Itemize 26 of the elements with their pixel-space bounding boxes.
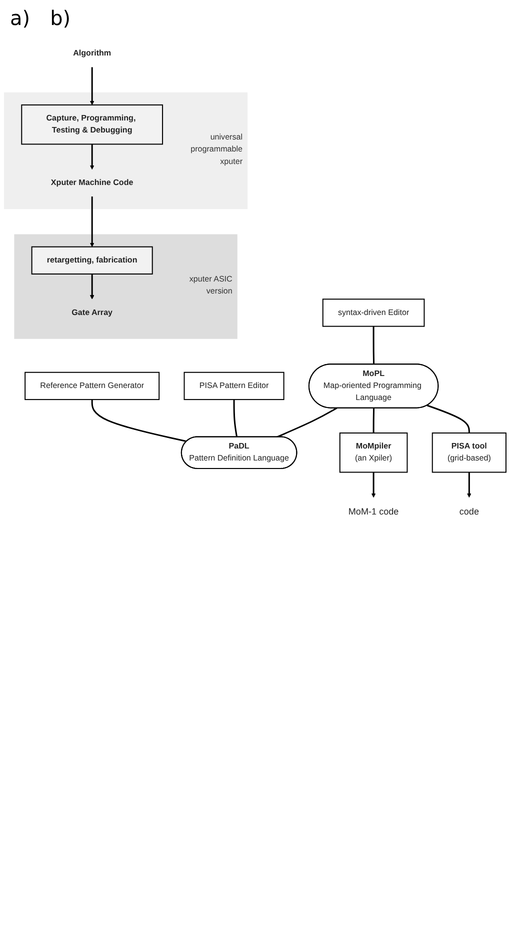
- panel-label: b): [50, 6, 71, 30]
- connector: [372, 408, 375, 433]
- connector: [276, 407, 338, 438]
- arrow: [90, 274, 94, 300]
- node-text: code: [459, 506, 479, 517]
- connector: [233, 400, 238, 438]
- arrow: [90, 67, 94, 106]
- node-box: PISA Pattern Editor: [184, 372, 284, 400]
- node-box: MoMpiler (an Xpiler): [339, 432, 408, 473]
- connector: [426, 404, 470, 433]
- connector: [91, 400, 187, 442]
- node-text: Algorithm: [73, 49, 112, 58]
- node-text: MoM-1 code: [348, 506, 399, 517]
- arrow: [90, 144, 94, 170]
- node-text: Xputer Machine Code: [50, 178, 134, 187]
- arrow: [371, 472, 376, 498]
- node-box: Reference Pattern Generator: [24, 372, 160, 400]
- node-box: PISA tool (grid-based): [432, 432, 506, 473]
- node-text: Gate Array: [72, 308, 113, 317]
- arrow: [90, 196, 94, 248]
- node-box: retargetting, fabrication: [31, 246, 153, 274]
- arrow: [466, 472, 472, 498]
- node-box: Capture, Programming, Testing & Debugging: [21, 104, 164, 145]
- node-box: syntax-driven Editor: [322, 298, 425, 327]
- connector: [372, 326, 375, 364]
- panel-label: a): [10, 6, 30, 30]
